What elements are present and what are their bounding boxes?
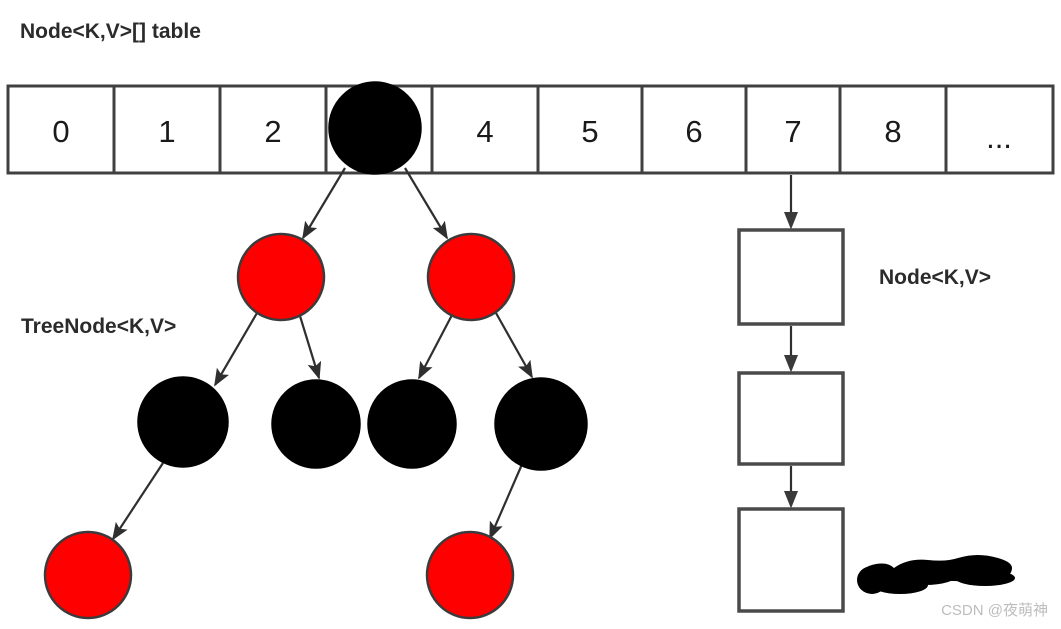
table-cell-label: 8 [884,114,901,149]
table-cell-label: 5 [581,114,598,149]
table-cell-label: 4 [476,114,493,149]
table-cell-7[interactable]: 7 [744,84,842,175]
tree-edges [112,167,533,541]
tree-edge-l-left [214,312,258,387]
linked-list [737,175,845,613]
table-cell-4[interactable]: 4 [430,84,540,175]
tree-nodes [43,81,588,620]
table-cell-label: 7 [784,114,801,149]
table-cell-label: 0 [52,114,69,149]
tree-node-right[interactable] [426,232,516,322]
table-cell-1[interactable]: 1 [112,84,222,175]
linked-list-node-0[interactable] [737,228,845,326]
table-cell-label: 6 [685,114,702,149]
tree-edge-root-right [404,167,448,240]
tree-edge-root-left [302,167,346,240]
tree-node-leaf-left[interactable] [43,530,133,620]
tree-node-left-left[interactable] [137,376,229,468]
tree-node-right-right[interactable] [494,377,588,471]
table-cell-0[interactable]: 0 [6,84,116,175]
table-cell-label: 1 [158,114,175,149]
tree-edge-r-left [418,314,453,380]
linked-list-node-1[interactable] [737,371,845,466]
tree-node-type-label: TreeNode<K,V> [21,315,176,338]
table-cell-label: ... [986,120,1012,155]
page-title: Node<K,V>[] table [20,20,201,43]
tree-node-leaf-right[interactable] [425,530,515,620]
csdn-watermark: CSDN @夜萌神 [941,602,1048,619]
tree-node-left[interactable] [236,232,326,322]
table-cell-5[interactable]: 5 [536,84,644,175]
table-cell-label: 2 [264,114,281,149]
tree-edge-rr-left [488,461,525,540]
linked-list-node-2[interactable] [737,507,845,613]
list-node-type-label: Node<K,V> [879,266,991,289]
tree-node-root[interactable] [328,81,422,175]
redaction-blob [857,555,1015,594]
bucket-table: 0 1 2 4 5 [6,84,1055,175]
table-cell-2[interactable]: 2 [218,84,328,175]
tree-node-right-left[interactable] [367,379,457,469]
tree-edge-r-right [495,312,533,379]
table-cell-ellipsis[interactable]: ... [944,84,1055,175]
tree-edge-l-right [298,315,322,380]
tree-node-left-right[interactable] [271,379,361,469]
table-cell-8[interactable]: 8 [838,84,948,175]
tree-edge-ll-left [112,462,164,541]
table-cell-6[interactable]: 6 [640,84,748,175]
